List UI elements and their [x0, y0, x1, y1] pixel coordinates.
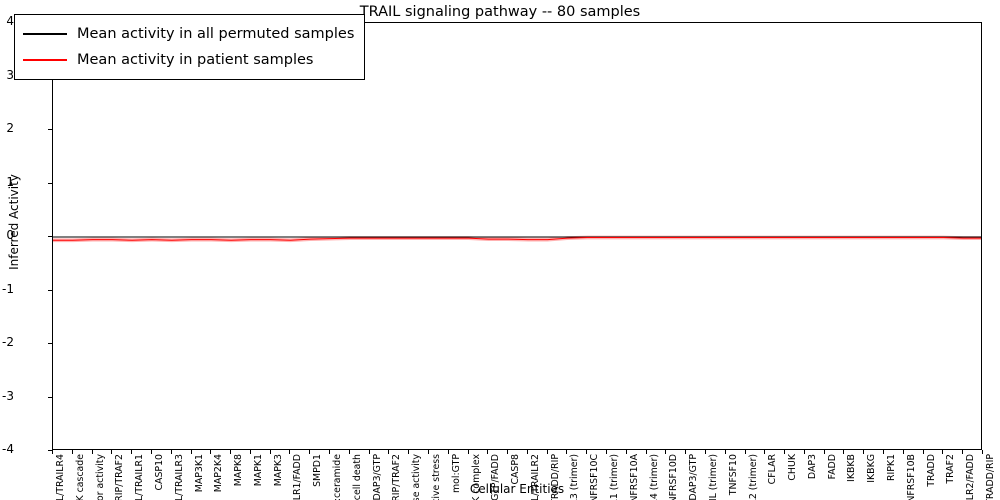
x-tick-mark [645, 450, 647, 454]
x-tick-mark [170, 450, 172, 454]
x-tick-mark [52, 450, 53, 454]
x-tick-mark [447, 450, 449, 454]
x-tick-mark [764, 450, 766, 454]
x-tick-mark [982, 450, 983, 454]
chart-title: TRAIL signaling pathway -- 80 samples [359, 4, 641, 20]
x-tick-mark [150, 450, 152, 454]
x-tick-mark [962, 450, 964, 454]
x-tick-label: IKBKG [866, 454, 878, 483]
x-tick-mark [863, 450, 865, 454]
y-tick-label: -3 [2, 388, 14, 403]
series-line [53, 237, 981, 241]
x-tick-label: FADD [826, 454, 838, 480]
y-tick-label: 1 [6, 174, 14, 189]
x-tick-label: CFLAR [767, 454, 779, 485]
x-tick-label: TRAIL/TRAILR2/FADD/TRADD/RIP [985, 454, 996, 500]
legend-label: Mean activity in all permuted samples [77, 26, 355, 42]
y-tick-mark [48, 450, 52, 451]
y-tick-mark [48, 396, 52, 398]
x-tick-mark [487, 450, 489, 454]
x-tick-mark [91, 450, 93, 454]
x-tick-mark [71, 450, 73, 454]
x-tick-label: IKBKB [846, 454, 858, 482]
x-tick-mark [902, 450, 904, 454]
legend-item: Mean activity in patient samples [23, 47, 354, 73]
x-tick-label: CASP8 [510, 454, 522, 485]
x-tick-mark [427, 450, 429, 454]
x-tick-mark [606, 450, 608, 454]
legend-swatch [23, 59, 67, 61]
x-tick-mark [289, 450, 291, 454]
y-tick-label: -1 [2, 281, 14, 296]
plot-area [52, 22, 982, 450]
x-tick-mark [230, 450, 232, 454]
x-axis-label: Cellular Entities [469, 482, 565, 496]
series-lines [53, 235, 981, 243]
x-tick-mark [922, 450, 924, 454]
x-tick-mark [368, 450, 370, 454]
y-tick-mark [48, 289, 52, 291]
y-tick-label: -4 [2, 442, 14, 456]
x-tick-mark [586, 450, 588, 454]
x-tick-mark [883, 450, 885, 454]
x-tick-label: DAP3 [806, 454, 818, 480]
x-tick-mark [823, 450, 825, 454]
y-tick-label: 3 [6, 67, 14, 82]
x-tick-mark [190, 450, 192, 454]
x-tick-mark [408, 450, 410, 454]
y-tick-label: 4 [6, 14, 14, 28]
y-tick-label: 2 [6, 121, 14, 135]
x-tick-label: RIPK1 [886, 454, 898, 482]
x-tick-mark [467, 450, 469, 454]
x-tick-mark [784, 450, 786, 454]
x-tick-mark [942, 450, 944, 454]
y-tick-label: 0 [6, 228, 14, 242]
x-tick-mark [803, 450, 805, 454]
x-tick-mark [744, 450, 746, 454]
x-tick-mark [625, 450, 627, 454]
x-tick-mark [724, 450, 726, 454]
x-tick-label: TRAF2 [945, 454, 957, 484]
y-tick-mark [48, 343, 52, 344]
legend-swatch [23, 33, 67, 35]
y-tick-mark [48, 182, 52, 184]
x-tick-mark [309, 450, 311, 454]
x-tick-mark [269, 450, 271, 454]
x-tick-mark [685, 450, 687, 454]
x-tick-mark [507, 450, 509, 454]
x-tick-label: CHUK [787, 454, 799, 481]
y-tick-label: -2 [2, 335, 14, 349]
x-tick-mark [388, 450, 390, 454]
x-tick-mark [704, 450, 706, 454]
legend-label: Mean activity in patient samples [77, 52, 314, 68]
x-tick-mark [329, 450, 331, 454]
y-tick-mark [48, 129, 52, 130]
y-tick-mark [48, 236, 52, 237]
x-tick-mark [843, 450, 845, 454]
x-tick-mark [249, 450, 251, 454]
x-tick-mark [546, 450, 548, 454]
legend-item: Mean activity in all permuted samples [23, 21, 354, 47]
x-tick-mark [111, 450, 113, 454]
x-tick-mark [131, 450, 133, 454]
x-tick-mark [665, 450, 667, 454]
x-tick-mark [348, 450, 350, 454]
x-tick-mark [566, 450, 568, 454]
x-tick-mark [210, 450, 212, 454]
x-tick-mark [526, 450, 528, 454]
